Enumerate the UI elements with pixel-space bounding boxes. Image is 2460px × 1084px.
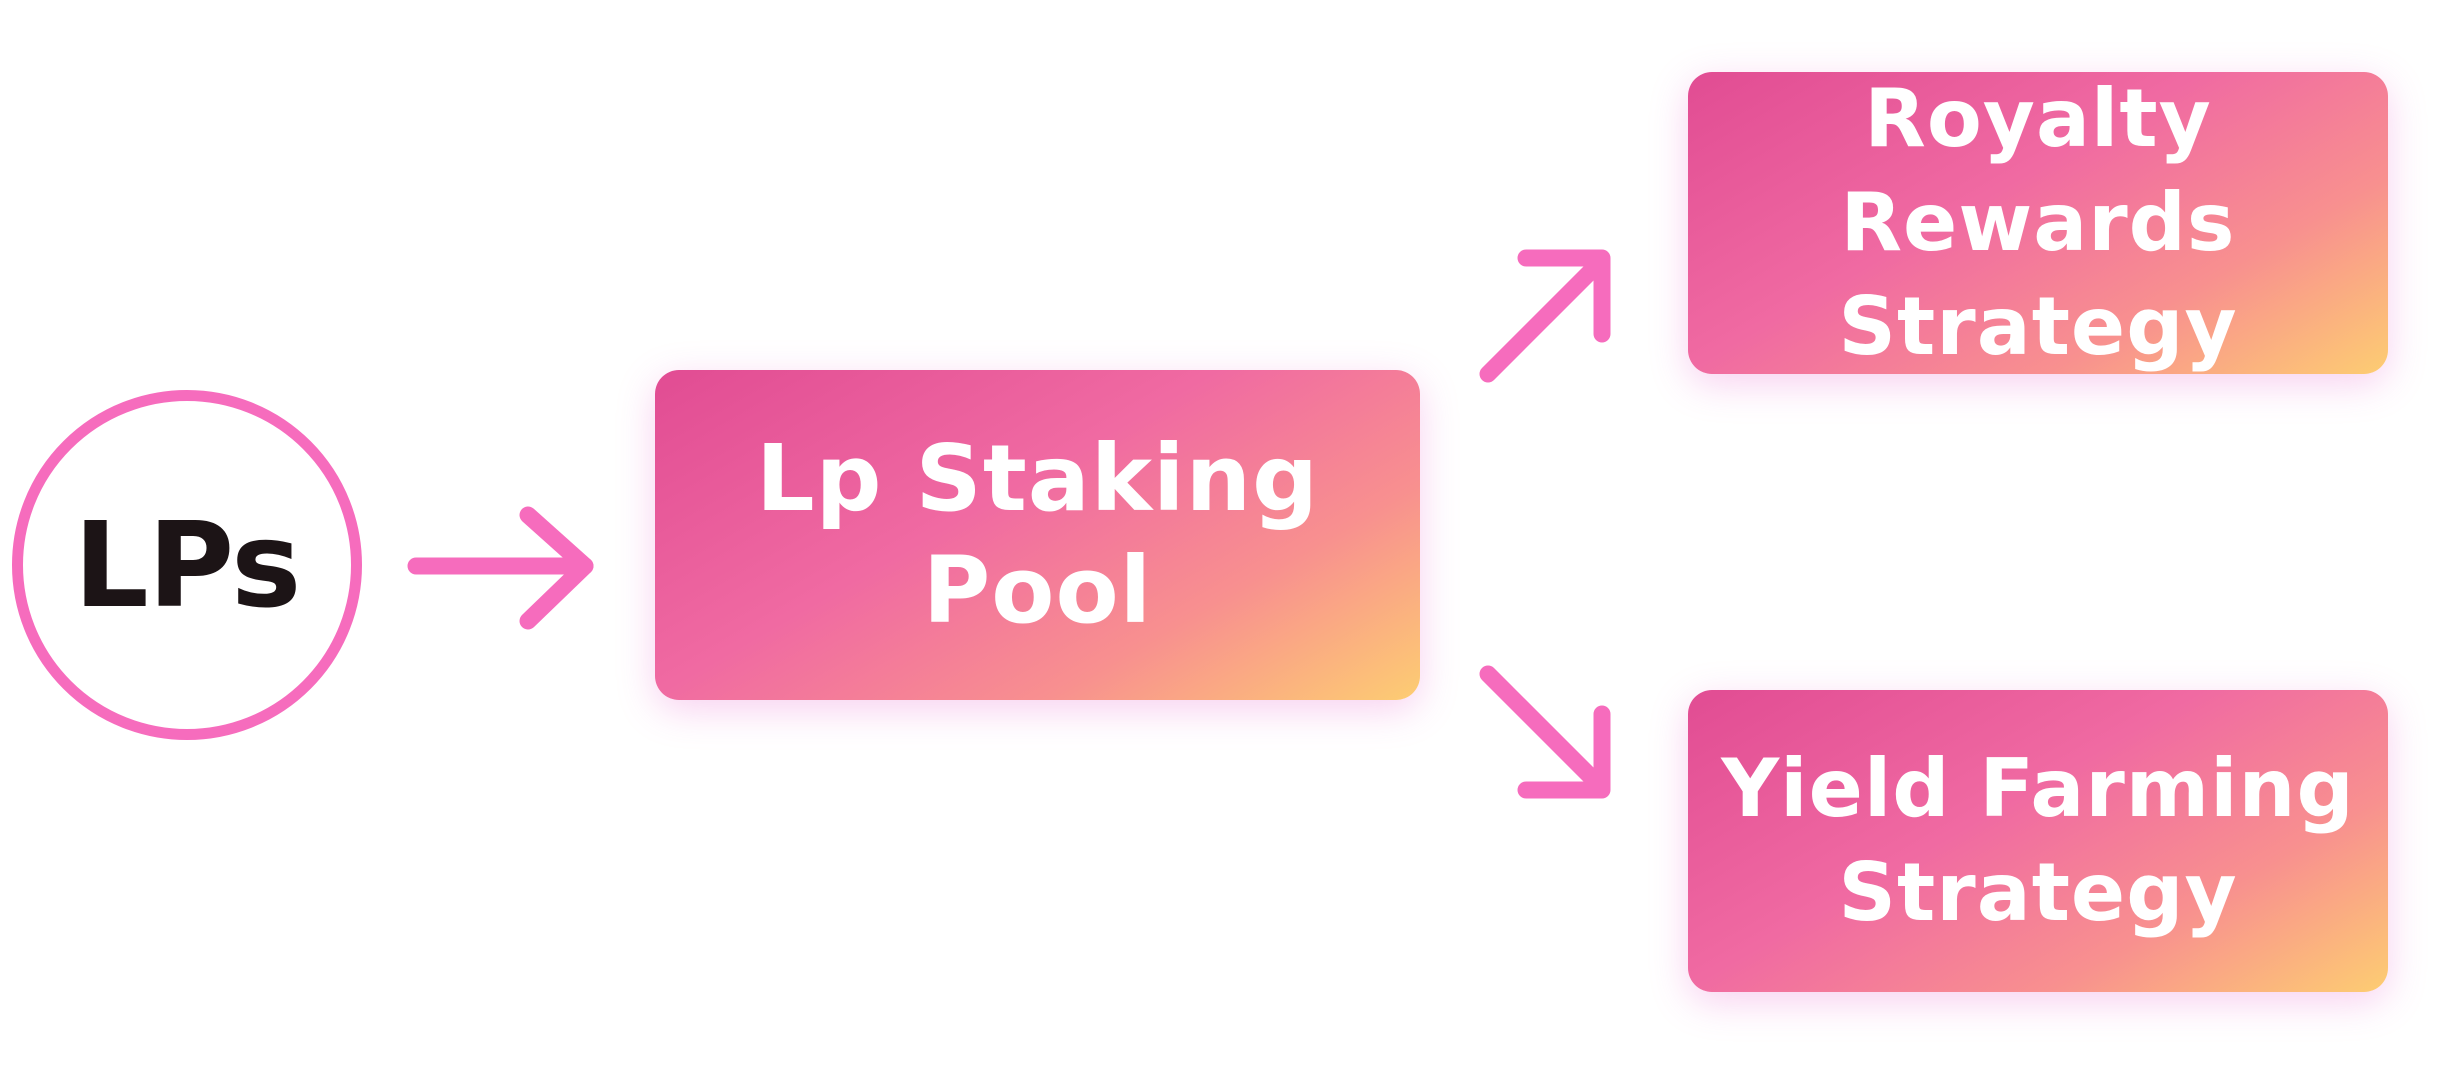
lp-staking-pool-label: Lp Staking Pool bbox=[756, 425, 1319, 644]
arrow-lps-to-pool bbox=[407, 506, 594, 630]
lps-label: LPs bbox=[73, 496, 302, 634]
royalty-rewards-strategy-node: Royalty Rewards Strategy bbox=[1688, 72, 2388, 374]
royalty-rewards-strategy-label: Royalty Rewards Strategy bbox=[1838, 72, 2238, 373]
arrow-pool-to-yield bbox=[1479, 665, 1611, 799]
yield-farming-strategy-label: Yield Farming Strategy bbox=[1721, 742, 2355, 939]
lp-staking-pool-node: Lp Staking Pool bbox=[655, 370, 1420, 700]
lps-node: LPs bbox=[12, 390, 362, 740]
yield-farming-strategy-node: Yield Farming Strategy bbox=[1688, 690, 2388, 992]
arrow-pool-to-royalty bbox=[1479, 249, 1611, 383]
